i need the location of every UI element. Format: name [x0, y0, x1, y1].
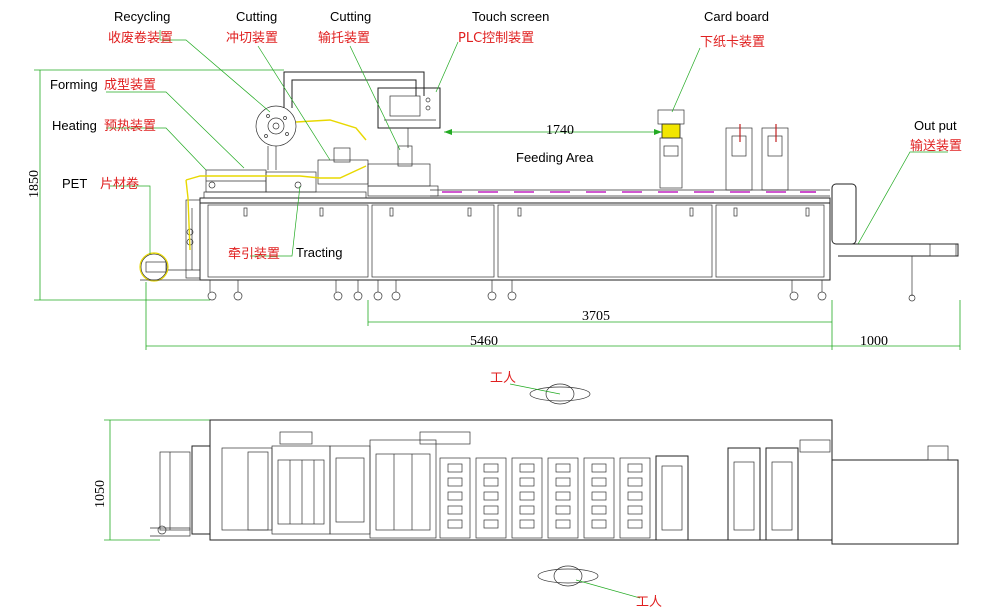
output-label-cn: 输送装置 — [910, 138, 962, 154]
cutting-label-2-en: Cutting — [330, 9, 371, 24]
forming-unit — [265, 171, 317, 193]
forming-label-en: Forming — [50, 77, 98, 92]
cutting-label-cn: 冲切装置 — [226, 31, 278, 46]
overhead-arm — [283, 71, 425, 108]
tracting-label-cn: 牵引装置 — [228, 247, 280, 262]
dim-1050: 1050 — [93, 480, 108, 508]
dim-1740: 1740 — [546, 123, 574, 138]
machine-body — [199, 197, 831, 281]
forming-label-cn: 成型装置 — [104, 78, 156, 93]
worker-bottom-label: 工人 — [636, 595, 662, 610]
worker-top-label: 工人 — [490, 371, 516, 386]
touch-screen-label-cn: PLC控制装置 — [458, 31, 534, 46]
plan-view: 工人 — [104, 371, 959, 610]
dim-1000: 1000 — [860, 334, 888, 349]
pet-label-en: PET — [62, 176, 87, 191]
forming-station-plan — [271, 445, 331, 535]
side-view — [34, 30, 961, 350]
heating-station-plan — [221, 447, 273, 531]
tracting-label-en: Tracting — [296, 245, 342, 260]
card-board-plan — [655, 455, 689, 541]
dimension-labels: 1740 1850 3705 5460 1000 1050 — [27, 123, 888, 508]
cabinet-panel — [371, 204, 495, 278]
recycling-reel — [255, 105, 297, 147]
heating-label-cn: 预热装置 — [104, 119, 156, 134]
feeding-columns — [439, 457, 651, 539]
card-board-label-en: Card board — [704, 9, 769, 24]
plan-outline — [209, 419, 833, 541]
cabinet-panel — [207, 204, 369, 278]
output-label-en: Out put — [914, 118, 957, 133]
output-conveyor-plan — [831, 459, 959, 545]
pet-reel — [140, 253, 168, 281]
feeding-area-label: Feeding Area — [516, 150, 594, 165]
recycling-label-cn: 收废卷装置 — [108, 30, 173, 46]
cutting-label-en: Cutting — [236, 9, 277, 24]
worker-bottom-icon — [537, 568, 599, 584]
dim-1850: 1850 — [27, 170, 42, 198]
worker-top-icon — [529, 386, 591, 402]
transfer-station-plan — [369, 439, 437, 539]
pneumatic-plan-2 — [765, 447, 799, 541]
side-view-labels: Recycling 收废卷装置 Cutting 冲切装置 Cutting 输托装… — [50, 9, 962, 262]
cabinet-panel — [715, 204, 825, 278]
cabinet-panel — [497, 204, 713, 278]
end-cabinet — [831, 183, 857, 245]
dim-3705: 3705 — [582, 309, 610, 324]
heating-label-en: Heating — [52, 118, 97, 133]
pet-label-cn: 片材卷 — [100, 176, 139, 192]
touch-screen-label-en: Touch screen — [472, 9, 549, 24]
cutting-station-1 — [317, 159, 369, 185]
pneumatic-units — [725, 124, 789, 191]
cutting-label-2-cn: 输托装置 — [318, 30, 370, 46]
card-board-label-cn: 下纸卡装置 — [700, 35, 765, 50]
touch-screen — [377, 87, 441, 129]
recycling-label-en: Recycling — [114, 9, 170, 24]
cutting-station-2 — [367, 163, 431, 187]
pneumatic-plan-1 — [727, 447, 761, 541]
card-board-box — [661, 123, 681, 139]
dim-5460: 5460 — [470, 334, 498, 349]
